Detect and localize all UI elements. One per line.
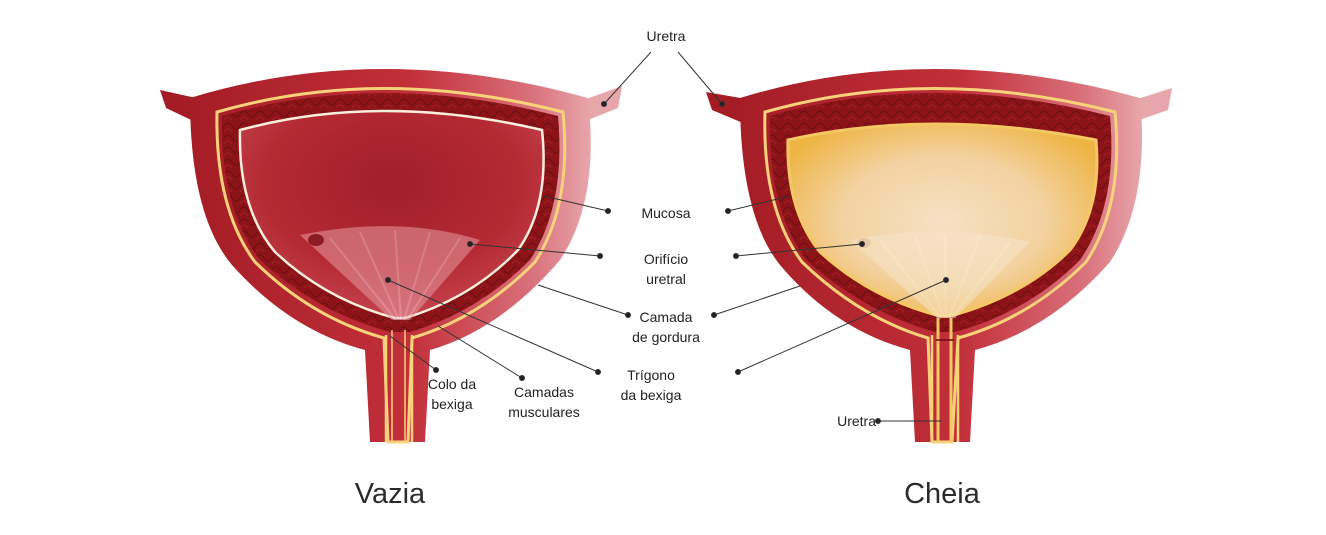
- label-uretra-top: Uretra: [626, 26, 706, 46]
- leader-dot-colo: [433, 367, 439, 373]
- label-trigono: Trígono da bexiga: [606, 365, 696, 405]
- leader-uretra-right: [677, 51, 723, 105]
- label-gordura: Camada de gordura: [621, 307, 711, 347]
- leader-dot-gordura-left: [625, 312, 631, 318]
- label-colo-line2: bexiga: [431, 396, 473, 412]
- mucosa-empty: [238, 109, 545, 320]
- leader-gordura-right: [713, 285, 801, 316]
- leader-uretra-left: [603, 51, 652, 105]
- trigone-full: [850, 231, 1030, 319]
- leader-musc: [437, 325, 523, 379]
- leader-dot-orificio-left-start: [467, 241, 473, 247]
- title-full: Cheia: [904, 478, 980, 510]
- label-mucosa: Mucosa: [626, 203, 706, 223]
- label-orificio: Orifício uretral: [626, 249, 706, 289]
- leader-gordura-left: [537, 284, 629, 316]
- urethra-lines-full: [930, 335, 960, 442]
- leader-dot-trigono-left-start: [385, 277, 391, 283]
- full-bladder: [706, 69, 1172, 444]
- leader-dot-trigono-right-end: [943, 277, 949, 283]
- label-trigono-line1: Trígono: [627, 367, 675, 383]
- label-gordura-line2: de gordura: [632, 329, 700, 345]
- label-musc-line1: Camadas: [514, 384, 574, 400]
- yellow-outline-full: [763, 87, 1119, 444]
- label-musculares: Camadas musculares: [494, 382, 594, 422]
- leader-dot-gordura-right: [711, 312, 717, 318]
- leader-mucosa-left: [543, 195, 609, 212]
- label-musc-line2: musculares: [508, 404, 580, 420]
- yellow-outline-empty: [215, 87, 567, 444]
- label-orificio-line1: Orifício: [643, 251, 689, 267]
- leader-dot-uretra-bottom: [875, 418, 881, 424]
- leader-dot-musc: [519, 375, 525, 381]
- leader-dot-trigono-left: [595, 369, 601, 375]
- title-empty: Vazia: [354, 478, 426, 510]
- label-colo-line1: Colo da: [427, 376, 477, 392]
- empty-bladder: [160, 69, 622, 444]
- urethra-inner-lines-empty: [391, 330, 406, 442]
- leader-dot-trigono-right: [735, 369, 741, 375]
- label-trigono-line2: da bexiga: [620, 387, 682, 403]
- label-orificio-line2: uretral: [646, 271, 686, 287]
- leader-mucosa-right: [727, 195, 791, 212]
- label-uretra-top-text: Uretra: [646, 28, 686, 44]
- leader-dot-orificio-left: [597, 253, 603, 259]
- label-uretra-bottom: Uretra: [812, 411, 876, 431]
- leader-dot-mucosa-right: [725, 208, 731, 214]
- leader-trigono-left: [387, 279, 599, 373]
- ureteral-orifice-empty: [308, 234, 324, 246]
- label-uretra-bottom-text: Uretra: [837, 413, 876, 429]
- leader-dot-orificio-right: [733, 253, 739, 259]
- leader-dot-uretra-right: [719, 101, 725, 107]
- leader-dot-orificio-right-end: [859, 241, 865, 247]
- leader-lines: [385, 51, 949, 424]
- leader-orificio-left: [469, 243, 601, 257]
- urine-full: [786, 122, 1099, 318]
- label-colo: Colo da bexiga: [412, 374, 492, 414]
- leader-trigono-right: [737, 279, 947, 373]
- leader-dot-mucosa-left: [605, 208, 611, 214]
- trigone-empty: [300, 226, 480, 321]
- label-mucosa-text: Mucosa: [641, 205, 691, 221]
- leader-orificio-right: [735, 243, 863, 257]
- label-gordura-line1: Camada: [639, 309, 693, 325]
- leader-dot-uretra-left: [601, 101, 607, 107]
- leader-colo: [389, 335, 437, 371]
